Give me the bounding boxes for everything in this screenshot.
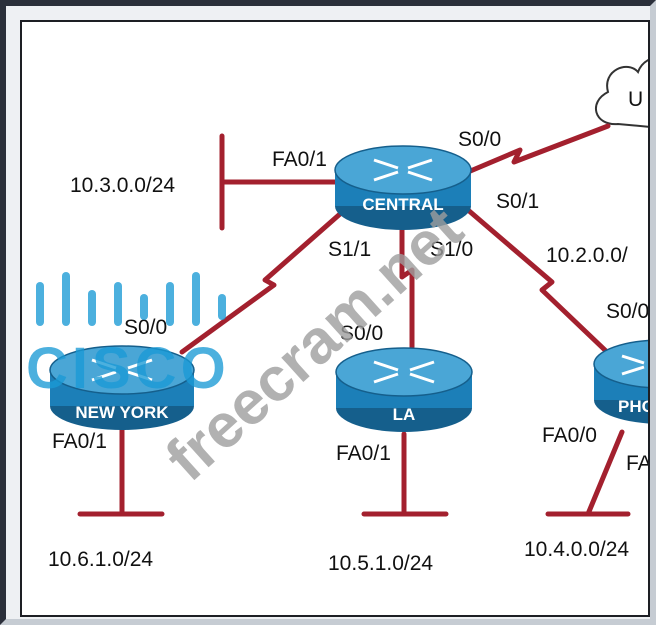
router-la[interactable]: LA [335,347,473,432]
network-phoenix-wan: 10.2.0.0/ [546,244,628,267]
central-s11-label: S1/1 [328,238,371,261]
router-arrows-icon [621,354,645,376]
router-arrows-icon [373,158,433,182]
network-labels: 10.3.0.0/24 10.2.0.0/ 10.6.1.0/24 10.5.1… [48,174,629,575]
phoenix-s00-label: S0/0 [606,300,648,323]
phoenix-fa-partial-label: FA [626,452,648,475]
central-to-newyork-serial-link [179,211,343,355]
router-arrows-icon [91,358,153,382]
router-newyork-name: NEW YORK [75,403,169,422]
wan-cloud: U [595,59,648,128]
central-s00-label: S0/0 [458,128,501,151]
router-central-name: CENTRAL [362,195,443,214]
diagram-canvas: U [20,20,650,617]
network-central-lan: 10.3.0.0/24 [70,174,175,197]
la-fa01-label: FA0/1 [336,442,391,465]
router-newyork[interactable]: NEW YORK [49,345,195,430]
phoenix-lan-link [585,429,625,517]
newyork-fa01-label: FA0/1 [52,430,107,453]
network-newyork-lan: 10.6.1.0/24 [48,548,153,571]
network-phoenix-lan: 10.4.0.0/24 [524,538,629,561]
router-phoenix-name: PHO [618,397,648,416]
phoenix-fa00-label: FA0/0 [542,424,597,447]
router-la-name: LA [393,405,416,424]
central-s10-label: S1/0 [430,238,473,261]
central-fa01-label: FA0/1 [272,148,327,171]
network-links [77,123,631,517]
network-la-lan: 10.5.1.0/24 [328,552,433,575]
central-to-la-serial-link [399,219,415,350]
cloud-label: U [628,88,643,111]
central-s01-label: S0/1 [496,190,539,213]
central-to-phoenix-serial-link [465,207,610,355]
interface-labels: FA0/1 S0/0 S0/1 S1/1 S1/0 S0/0 FA0/1 S0/… [52,128,648,475]
cisco-logo-watermark: CISCO [26,272,230,401]
central-to-cloud-serial-link [465,123,611,175]
network-topology-diagram: U [26,59,648,575]
la-s00-label: S0/0 [340,322,383,345]
router-central[interactable]: CENTRAL [334,145,472,230]
router-arrows-icon [373,360,435,384]
router-phoenix[interactable]: PHO [593,339,648,424]
cisco-logo-text: CISCO [26,336,230,401]
newyork-s00-label: S0/0 [124,316,167,339]
